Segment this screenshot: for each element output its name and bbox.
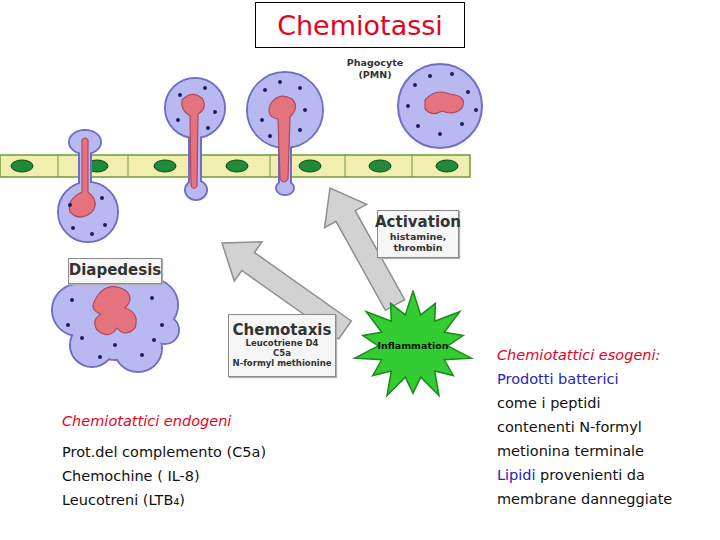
cell-body (152, 317, 178, 343)
endothelial-nucleus (226, 160, 248, 172)
cell-nucleus (425, 92, 464, 114)
node-text: C5a (273, 349, 291, 359)
endothelial-nucleus (369, 160, 391, 172)
text-block: Chemiotattici esogeni:Prodotti batterici… (497, 343, 719, 511)
node-heading: Diapedesis (69, 262, 162, 279)
cell-nucleus (269, 96, 296, 182)
node-text: histamine, thrombin (378, 232, 458, 254)
endothelial-nucleus (436, 160, 458, 172)
granule-dots (260, 80, 307, 138)
node-heading: Activation (375, 214, 461, 231)
endothelial-nucleus (11, 160, 33, 172)
burst-shape: Inflammation (352, 290, 474, 402)
burst-shape (355, 291, 472, 396)
process-box: ChemotaxisLeucotriene D4C5aN-formyl meth… (228, 314, 336, 377)
cell-nucleus (182, 94, 205, 188)
node-heading: Inflammation (377, 341, 448, 352)
phagocyte-cell (276, 181, 294, 195)
diagram-title: Chemiotassi (255, 2, 465, 48)
note-line: Chemochine ( IL-8) (62, 468, 200, 484)
endothelium-band (0, 155, 470, 177)
note-line: Leucotreni (LTB₄) (62, 492, 185, 508)
granule-dots (406, 72, 478, 136)
process-box: Diapedesis (68, 258, 162, 284)
node-text: Leucotriene D4 (246, 339, 319, 349)
granule-dots (68, 196, 107, 236)
cell-body (277, 182, 293, 194)
note-line: Prot.del complemento (C5a) (62, 444, 266, 460)
process-box: Activationhistamine, thrombin (377, 210, 459, 258)
note-heading: Chemiotattici esogeni: (497, 343, 719, 367)
granule-dots (176, 86, 217, 130)
cell-label: Phagocyte (PMN) (343, 57, 407, 81)
note-keyword: Lipidi (497, 467, 536, 483)
node-text: N-formyl methionine (233, 359, 332, 369)
cell-nucleus (93, 287, 136, 335)
note-keyword: Prodotti batterici (497, 367, 719, 391)
note-heading: Chemiotattici endogeni (62, 413, 231, 429)
cell-junction (58, 155, 412, 177)
endothelial-nucleus (299, 160, 321, 172)
cell-nucleus (69, 138, 95, 217)
node-heading: Chemotaxis (233, 322, 332, 339)
endothelial-nucleus (154, 160, 176, 172)
phagocyte-cell (398, 64, 482, 148)
note-line: come i peptidi contenenti N-formyl metio… (497, 391, 675, 463)
